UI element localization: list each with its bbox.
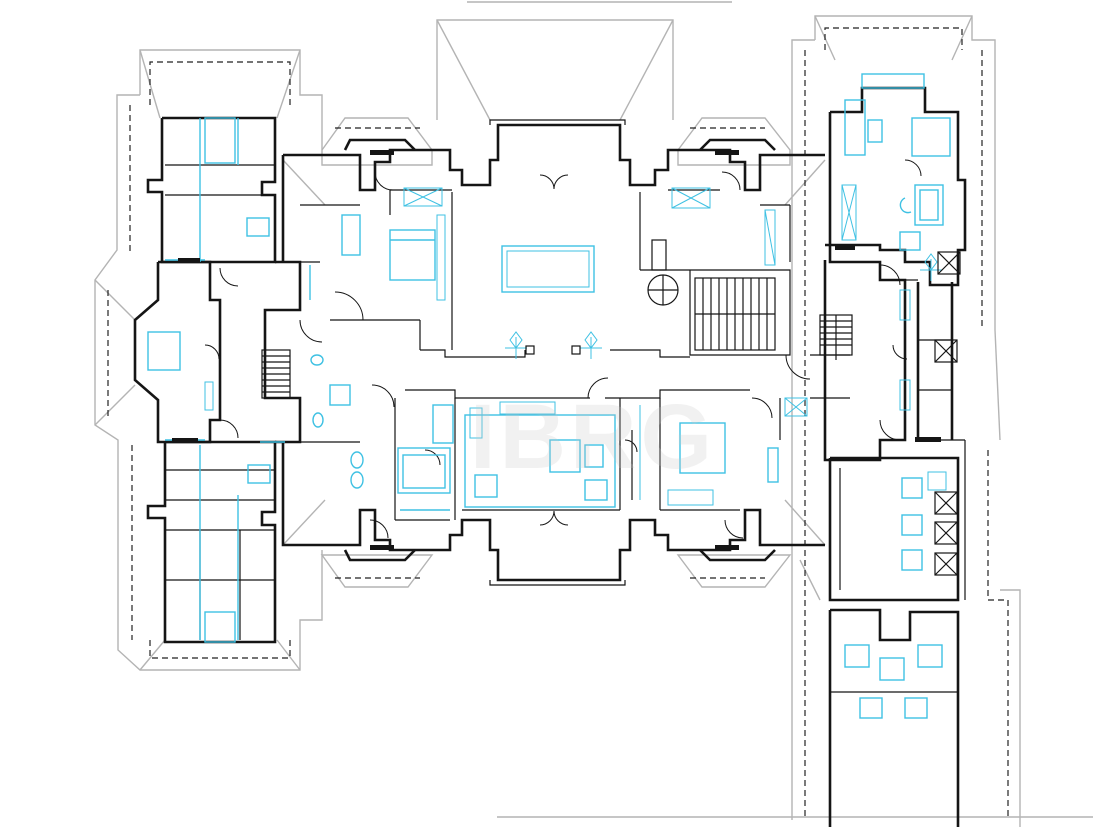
roof-outlines bbox=[94, 1, 1093, 827]
furniture bbox=[147, 73, 961, 719]
eave-lines bbox=[107, 27, 1009, 820]
door-swings bbox=[204, 159, 922, 539]
window-marks bbox=[172, 150, 941, 550]
exterior-walls bbox=[133, 86, 967, 827]
staircases bbox=[261, 239, 853, 399]
interior-walls bbox=[165, 164, 952, 640]
watermark-text: IBRG bbox=[470, 386, 716, 488]
